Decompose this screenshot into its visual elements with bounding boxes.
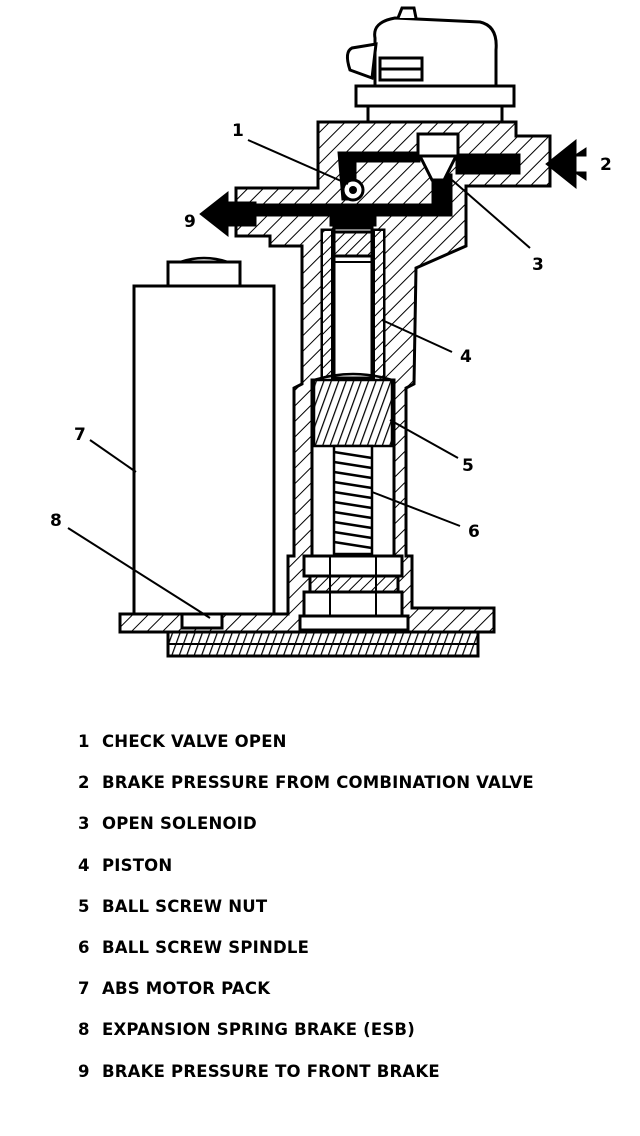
legend-text: BRAKE PRESSURE TO FRONT BRAKE xyxy=(102,1061,440,1081)
legend-text: EXPANSION SPRING BRAKE (ESB) xyxy=(102,1020,415,1040)
legend-item: 6 BALL SCREW SPINDLE xyxy=(78,934,534,975)
legend-number: 6 xyxy=(78,937,90,957)
legend-number: 9 xyxy=(78,1061,90,1081)
legend-item: 9 BRAKE PRESSURE TO FRONT BRAKE xyxy=(78,1058,534,1099)
legend-item: 8 EXPANSION SPRING BRAKE (ESB) xyxy=(78,1016,534,1057)
legend-number: 5 xyxy=(78,896,90,916)
piston xyxy=(332,226,374,380)
leader-lines xyxy=(67,139,531,619)
abs-motor-pack xyxy=(132,256,276,630)
legend-text: BRAKE PRESSURE FROM COMBINATION VALVE xyxy=(102,773,534,793)
legend-item: 3 OPEN SOLENOID xyxy=(78,810,534,851)
ball-screw-spindle xyxy=(332,444,374,556)
ball-screw-nut xyxy=(312,372,394,448)
legend-text: BALL SCREW SPINDLE xyxy=(102,937,310,957)
legend-text: OPEN SOLENOID xyxy=(102,814,257,834)
legend-text: BALL SCREW NUT xyxy=(102,896,268,916)
legend-item: 1 CHECK VALVE OPEN xyxy=(78,728,534,769)
legend-item: 2 BRAKE PRESSURE FROM COMBINATION VALVE xyxy=(78,769,534,810)
callout-1: 1 xyxy=(232,121,244,141)
check-valve xyxy=(341,178,365,202)
outlet-arrow xyxy=(199,190,257,238)
callout-3: 3 xyxy=(532,255,544,275)
legend-number: 2 xyxy=(78,773,90,793)
inlet-arrow xyxy=(545,138,587,190)
legend-item: 4 PISTON xyxy=(78,852,534,893)
legend-number: 8 xyxy=(78,1020,90,1040)
callout-2: 2 xyxy=(600,155,612,175)
legend-item: 7 ABS MOTOR PACK xyxy=(78,975,534,1016)
legend-number: 1 xyxy=(78,732,90,751)
base-plate xyxy=(166,630,480,658)
solenoid-poppet xyxy=(416,132,460,182)
legend-number: 4 xyxy=(78,855,90,875)
solenoid-connector xyxy=(345,6,516,124)
legend-text: PISTON xyxy=(102,855,173,875)
callout-5: 5 xyxy=(462,456,474,476)
legend-number: 7 xyxy=(78,979,90,999)
callout-6: 6 xyxy=(468,522,480,542)
callout-7: 7 xyxy=(74,425,86,445)
legend-number: 3 xyxy=(78,814,90,834)
callout-8: 8 xyxy=(50,511,62,531)
legend-text: CHECK VALVE OPEN xyxy=(102,732,287,751)
callout-9: 9 xyxy=(184,212,196,232)
abs-modulator-diagram: 1 2 3 4 5 6 7 8 9 xyxy=(50,6,612,658)
parts-legend: 1 CHECK VALVE OPEN 2 BRAKE PRESSURE FROM C… xyxy=(78,728,534,1099)
legend-item: 5 BALL SCREW NUT xyxy=(78,893,534,934)
legend-text: ABS MOTOR PACK xyxy=(102,979,271,999)
expansion-spring-brake xyxy=(298,554,410,632)
callout-4: 4 xyxy=(460,347,472,367)
fluid-passages xyxy=(249,151,521,227)
